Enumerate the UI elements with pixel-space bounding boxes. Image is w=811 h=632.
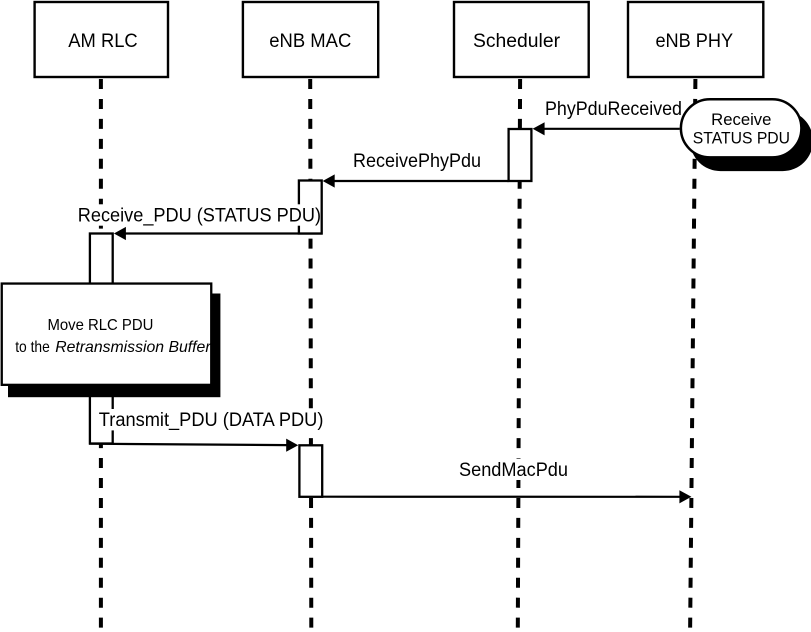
svg-text:Scheduler: Scheduler [473,30,561,52]
svg-text:Retransmission Buffer: Retransmission Buffer [55,339,211,356]
svg-text:Transmit_PDU (DATA PDU): Transmit_PDU (DATA PDU) [99,410,324,431]
svg-text:ReceivePhyPdu: ReceivePhyPdu [353,151,481,172]
svg-text:Receive_PDU (STATUS PDU): Receive_PDU (STATUS PDU) [78,206,321,227]
svg-text:STATUS PDU: STATUS PDU [693,128,790,147]
svg-text:PhyPduReceived: PhyPduReceived [545,99,682,120]
svg-text:AM RLC: AM RLC [68,30,137,52]
svg-text:eNB PHY: eNB PHY [655,30,733,52]
svg-text:eNB MAC: eNB MAC [269,30,351,52]
svg-text:SendMacPdu: SendMacPdu [459,460,568,481]
svg-text:to the: to the [15,339,50,356]
svg-text:Receive: Receive [711,110,771,129]
svg-text:Move RLC PDU: Move RLC PDU [47,317,153,334]
